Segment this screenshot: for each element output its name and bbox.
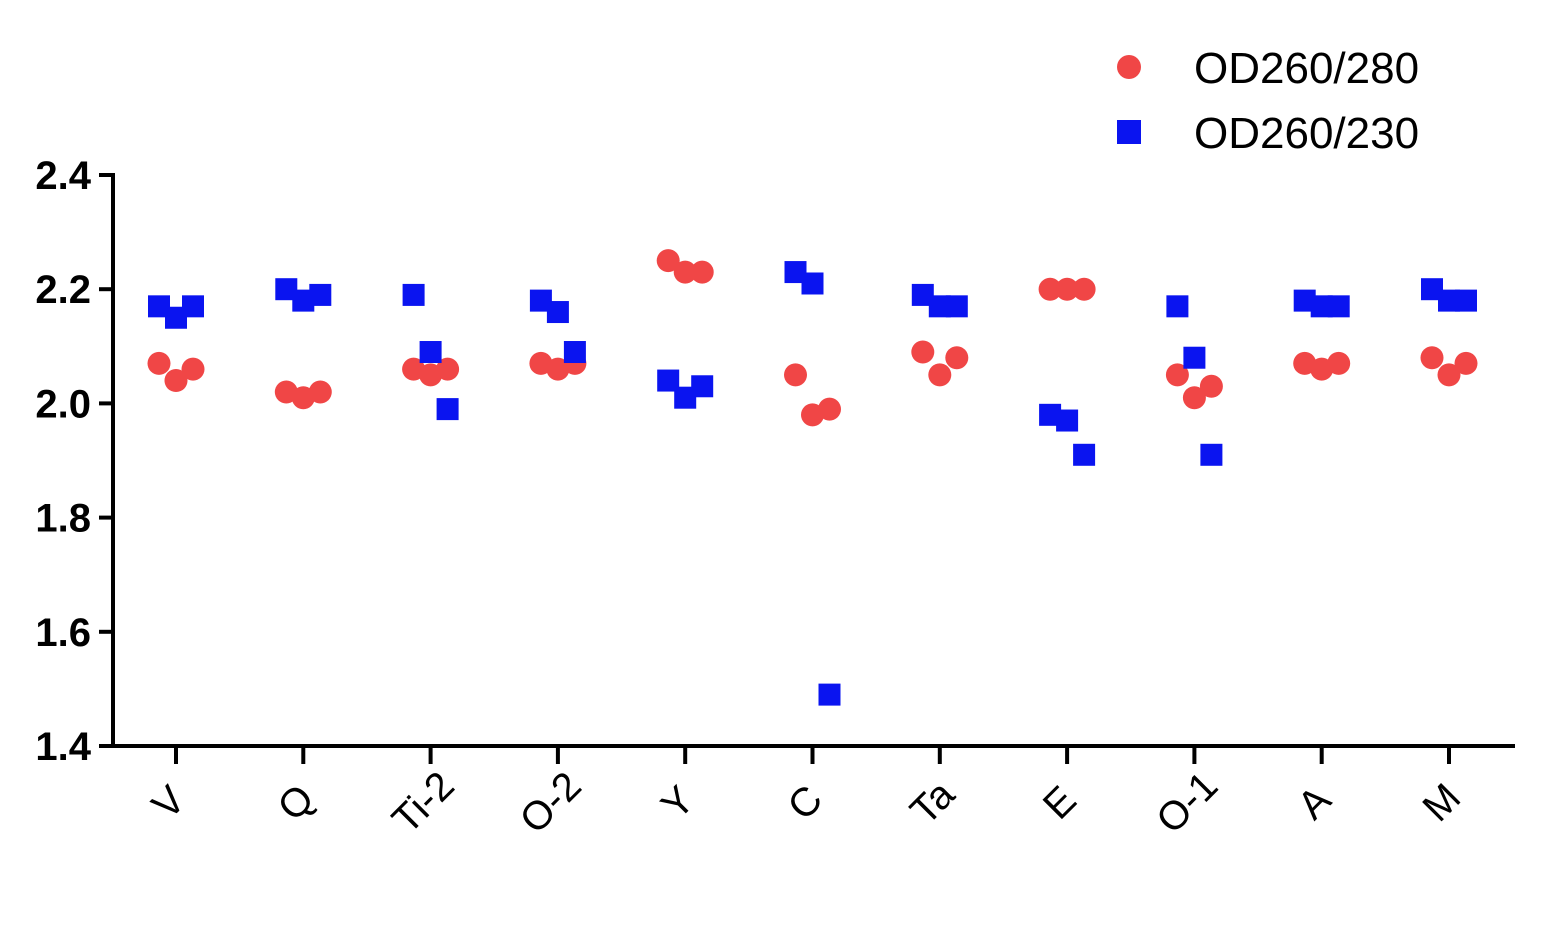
point-od260-230 [1183, 346, 1206, 369]
point-od260-230 [928, 295, 951, 318]
point-od260-230 [309, 283, 332, 306]
point-od260-230 [1421, 278, 1443, 301]
point-od260-280 [656, 249, 680, 273]
point-od260-280 [1038, 277, 1062, 301]
point-od260-230 [402, 283, 425, 306]
point-od260-280 [1437, 363, 1461, 387]
point-od260-230 [436, 398, 459, 421]
point-od260-280 [147, 351, 171, 375]
point-od260-230 [818, 683, 841, 706]
y-tick-label: 2.4 [35, 154, 91, 198]
point-od260-230 [691, 375, 714, 398]
x-tick-label: O-1 [1148, 764, 1226, 842]
x-tick-label: O-2 [512, 764, 590, 842]
point-od260-230 [546, 301, 569, 324]
x-axis-ticks: V Q Ti-2 O-2 Y C Ta E O-1 A M [144, 746, 1469, 842]
legend-marker-od260-280 [1117, 55, 1141, 79]
point-od260-280 [181, 357, 205, 381]
point-od260-230 [165, 306, 187, 329]
x-tick-label: E [1035, 778, 1085, 828]
point-od260-280 [673, 260, 697, 284]
x-tick-label: V [144, 778, 194, 828]
point-od260-230 [674, 386, 697, 409]
point-od260-230 [563, 341, 586, 364]
point-od260-280 [784, 363, 807, 387]
axes [111, 173, 1515, 748]
point-od260-230 [292, 289, 315, 312]
point-od260-230 [182, 295, 204, 318]
x-tick-label: Ti-2 [384, 763, 463, 842]
x-tick-label: M [1414, 775, 1469, 830]
point-od260-230 [801, 272, 824, 295]
point-od260-280 [1072, 277, 1096, 301]
point-od260-230 [1293, 289, 1316, 312]
legend-label: OD260/280 [1194, 44, 1419, 93]
point-od260-280 [164, 369, 188, 393]
y-axis-ticks: 1.4 1.6 1.8 2.0 2.2 2.4 [35, 154, 113, 769]
point-od260-280 [1055, 277, 1079, 301]
y-tick-label: 1.6 [35, 611, 91, 655]
point-od260-280 [818, 397, 841, 421]
point-od260-280 [1182, 386, 1206, 410]
legend-label: OD260/230 [1194, 109, 1419, 158]
point-od260-280 [1199, 374, 1223, 398]
point-od260-280 [945, 346, 969, 370]
point-od260-230 [1438, 289, 1460, 312]
point-od260-230 [529, 289, 552, 312]
point-od260-230 [1056, 409, 1079, 432]
y-tick-label: 1.4 [35, 725, 91, 769]
point-od260-280 [1454, 351, 1478, 375]
point-od260-230 [911, 283, 934, 306]
point-od260-230 [148, 295, 170, 318]
x-tick-label: C [780, 777, 832, 829]
y-tick-label: 2.2 [35, 268, 91, 312]
point-od260-280 [911, 340, 935, 364]
point-od260-230 [1455, 289, 1477, 312]
data-points [147, 249, 1478, 706]
point-od260-230 [1073, 443, 1096, 466]
point-od260-230 [1166, 295, 1189, 318]
x-tick-label: A [1290, 778, 1340, 828]
point-od260-230 [945, 295, 968, 318]
point-od260-280 [1165, 363, 1189, 387]
y-tick-label: 2.0 [35, 382, 91, 426]
point-od260-230 [784, 261, 807, 284]
point-od260-280 [1327, 351, 1351, 375]
point-od260-230 [1039, 403, 1062, 426]
point-od260-230 [1310, 295, 1333, 318]
point-od260-280 [690, 260, 714, 284]
legend-marker-od260-230 [1117, 120, 1141, 144]
point-od260-280 [1420, 346, 1444, 370]
point-od260-280 [436, 357, 460, 381]
y-tick-label: 1.8 [35, 497, 91, 541]
point-od260-230 [419, 341, 442, 364]
point-od260-230 [1327, 295, 1350, 318]
point-od260-280 [928, 363, 952, 387]
x-tick-label: Ta [902, 772, 964, 834]
x-tick-label: Y [653, 778, 703, 828]
point-od260-230 [657, 369, 680, 392]
point-od260-280 [308, 380, 332, 404]
x-tick-label: Q [270, 776, 323, 829]
point-od260-230 [1200, 443, 1223, 466]
point-od260-230 [275, 278, 298, 301]
